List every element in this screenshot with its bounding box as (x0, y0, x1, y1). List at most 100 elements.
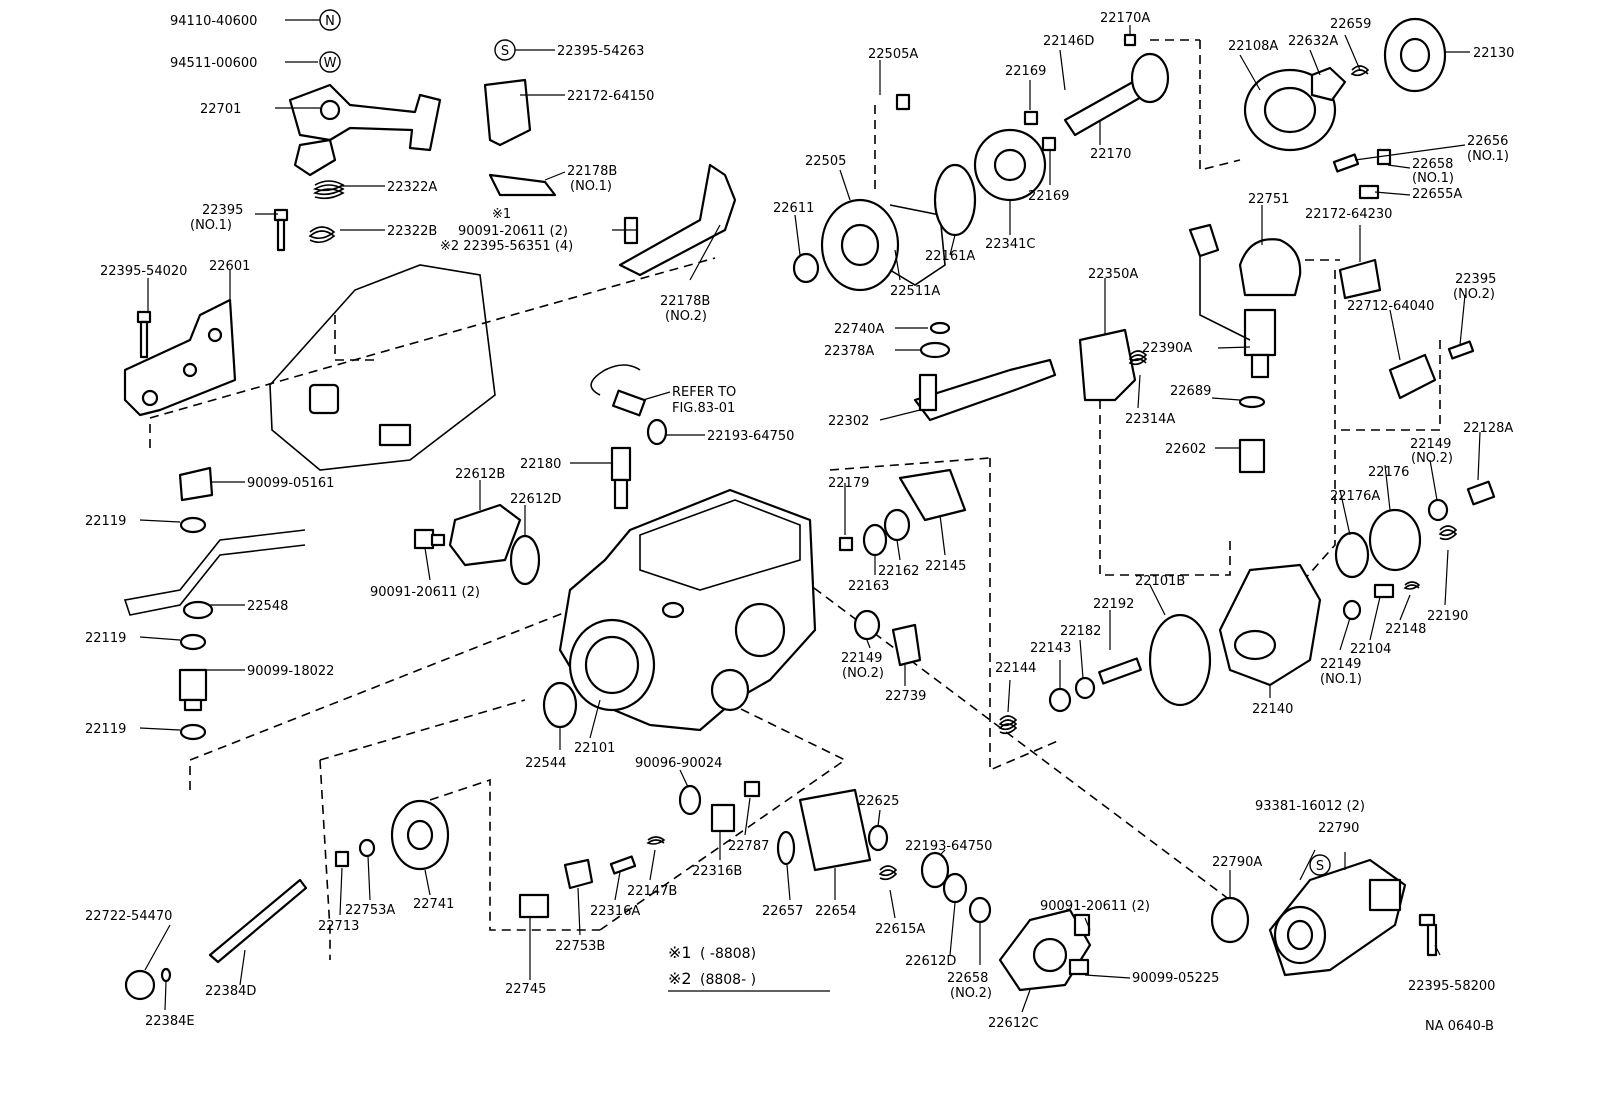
callout: 22302 (828, 414, 869, 429)
callout: 22395 (1455, 272, 1496, 287)
callout: 22741 (413, 897, 454, 912)
callout: 90099-05225 (1132, 971, 1219, 986)
callout: 22745 (505, 982, 546, 997)
symbol-s-top-text: S (501, 44, 509, 59)
callout: 22146D (1043, 34, 1094, 49)
callout: 22544 (525, 756, 566, 771)
callout: 22505 (805, 154, 846, 169)
callout: 22170A (1100, 11, 1150, 26)
callout: 22505A (868, 47, 918, 62)
callout: 90091-20611 (2) (370, 585, 480, 600)
callout: 22740A (834, 322, 884, 337)
callout: 22322B (387, 224, 437, 239)
assembly-guide-lines (149, 39, 1441, 960)
callout: 22178B (567, 164, 617, 179)
callout: (NO.2) (1453, 287, 1495, 302)
callout: (NO.1) (190, 218, 232, 233)
callout: 22176A (1330, 489, 1380, 504)
note-mark-2: ※2 (668, 969, 692, 988)
callout: (NO.2) (842, 666, 884, 681)
callout: 22148 (1385, 622, 1426, 637)
callout: 22108A (1228, 39, 1278, 54)
callout: 22190 (1427, 609, 1468, 624)
callout: 22163 (848, 579, 889, 594)
symbol-s-bottom-text: S (1316, 859, 1324, 874)
callout: 22169 (1005, 64, 1046, 79)
callout: (NO.1) (1320, 672, 1362, 687)
callout: 22689 (1170, 384, 1211, 399)
callout: 22511A (890, 284, 940, 299)
symbols: N W S S (319, 9, 1331, 876)
symbol-n-text: N (325, 14, 335, 29)
callout: 22713 (318, 919, 359, 934)
callout: 22625 (858, 794, 899, 809)
callout: 93381-16012 (2) (1255, 799, 1365, 814)
callout: 22657 (762, 904, 803, 919)
callout: 22601 (209, 259, 250, 274)
spring-22322a (312, 180, 345, 200)
callout: 22119 (85, 514, 126, 529)
callout: 22395-58200 (1408, 979, 1495, 994)
callout: ※2 22395-56351 (4) (440, 239, 573, 254)
callout: 22119 (85, 722, 126, 737)
callout: 90099-05161 (247, 476, 334, 491)
callout: 22654 (815, 904, 856, 919)
callout: 22712-64040 (1347, 299, 1434, 314)
callout: 22314A (1125, 412, 1175, 427)
leader-lines (139, 19, 1481, 1013)
callout: 22170 (1090, 147, 1131, 162)
callout: (NO.1) (1412, 171, 1454, 186)
governor-cover (269, 264, 496, 471)
callout: 22612B (455, 467, 505, 482)
version-note: ※1 ( -8808) ※2 (8808- ) (668, 943, 830, 992)
bracket-22601 (123, 298, 237, 417)
parts-artwork (123, 17, 1496, 1001)
pipe-22548 (123, 529, 306, 616)
callout: 22612D (905, 954, 956, 969)
callout: 22101 (574, 741, 615, 756)
callout: 90091-20611 (2) (1040, 899, 1150, 914)
callout: 22602 (1165, 442, 1206, 457)
callout: 22172-64150 (567, 89, 654, 104)
callout: 22656 (1467, 134, 1508, 149)
lever-22302 (913, 358, 1057, 422)
callout: 90096-90024 (635, 756, 722, 771)
callout: 22548 (247, 599, 288, 614)
callout: 22182 (1060, 624, 1101, 639)
callout: 22193-64750 (707, 429, 794, 444)
callout: 22192 (1093, 597, 1134, 612)
figure-code: NA 0640-B (1425, 1019, 1494, 1034)
callout: 22790A (1212, 855, 1262, 870)
callout: 22193-64750 (905, 839, 992, 854)
callout: FIG.83-01 (672, 401, 735, 416)
callout: 22350A (1088, 267, 1138, 282)
symbol-w (319, 51, 341, 73)
callout: 22395 (202, 203, 243, 218)
callout: 22316B (692, 864, 742, 879)
callout: 22161A (925, 249, 975, 264)
callout: 22787 (728, 839, 769, 854)
callout: 22753B (555, 939, 605, 954)
callout: 22341C (985, 237, 1035, 252)
callout: 22390A (1142, 341, 1192, 356)
note-mark-1: ※1 (668, 943, 692, 962)
symbol-w-text: W (324, 56, 337, 71)
callout: 22130 (1473, 46, 1514, 61)
note-range-1: ( -8808) (700, 946, 756, 962)
callout: REFER TO (672, 385, 736, 400)
callout: 22790 (1318, 821, 1359, 836)
callout: 22316A (590, 904, 640, 919)
callout: 22128A (1463, 421, 1513, 436)
housing-22790 (1268, 858, 1407, 977)
callout: 22612D (510, 492, 561, 507)
callout: 22147B (627, 884, 677, 899)
callout: 22149 (1410, 437, 1451, 452)
plate-22178b-no2 (618, 163, 737, 277)
callout: ※1 (492, 207, 511, 222)
callout: (NO.2) (665, 309, 707, 324)
symbol-n (319, 9, 341, 31)
callout: 22149 (841, 651, 882, 666)
callout: 22322A (387, 180, 437, 195)
callout: 22176 (1368, 465, 1409, 480)
